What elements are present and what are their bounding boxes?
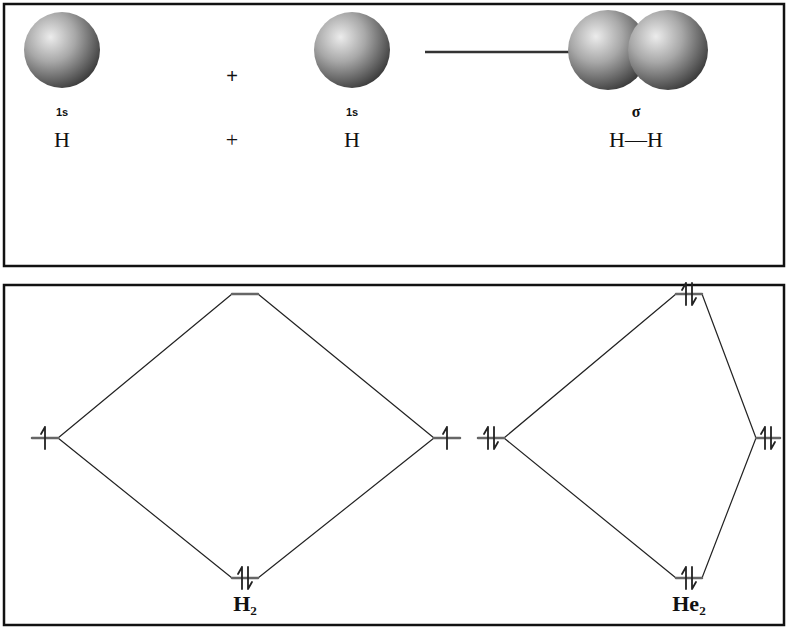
molecule-formula: H₂ (233, 592, 257, 616)
electrons (41, 427, 447, 589)
s-orbital (24, 12, 100, 88)
correlation-lines (504, 294, 756, 578)
plus-sign: + (226, 128, 238, 152)
molecule-formula: H—H (609, 128, 663, 152)
orbital-label: 1s (56, 106, 68, 118)
plus-sign: + (226, 65, 238, 87)
energy-levels (478, 294, 780, 578)
atom-symbol: H (54, 128, 70, 152)
orbital-label: σ (632, 103, 641, 121)
electrons (484, 283, 775, 589)
bottom-panel (4, 285, 784, 625)
molecule-formula: He₂ (672, 592, 705, 616)
orbital-label: 1s (346, 106, 358, 118)
correlation-lines (58, 294, 434, 578)
energy-levels (32, 294, 460, 578)
atom-symbol: H (344, 128, 360, 152)
sigma-orbital (628, 10, 708, 90)
he2-mo-diagram (478, 283, 780, 589)
top-panel (4, 4, 784, 266)
h2-mo-diagram (32, 294, 460, 589)
s-orbital (314, 12, 390, 88)
